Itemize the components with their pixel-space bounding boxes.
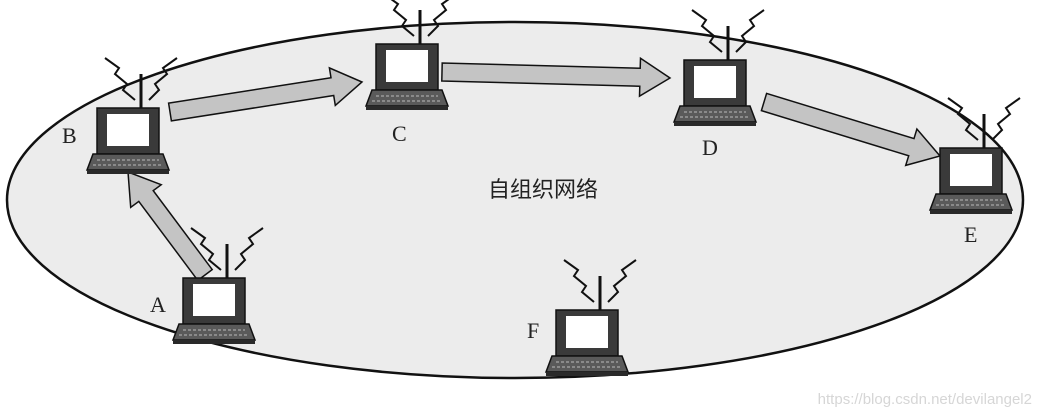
node-label-d: D xyxy=(702,135,718,160)
node-label-e: E xyxy=(964,222,977,247)
node-label-c: C xyxy=(392,121,407,146)
arrow-a-to-b xyxy=(127,170,214,282)
arrows-group xyxy=(127,56,942,282)
node-label-f: F xyxy=(527,318,539,343)
arrow-c-to-d xyxy=(441,56,672,98)
node-label-a: A xyxy=(150,292,166,317)
arrow-b-to-c xyxy=(167,66,364,122)
network-title: 自组织网络 xyxy=(488,178,598,203)
arrow-d-to-e xyxy=(760,92,942,167)
node-label-b: B xyxy=(62,123,77,148)
watermark-text: https://blog.csdn.net/devilangel2 xyxy=(817,391,1032,408)
